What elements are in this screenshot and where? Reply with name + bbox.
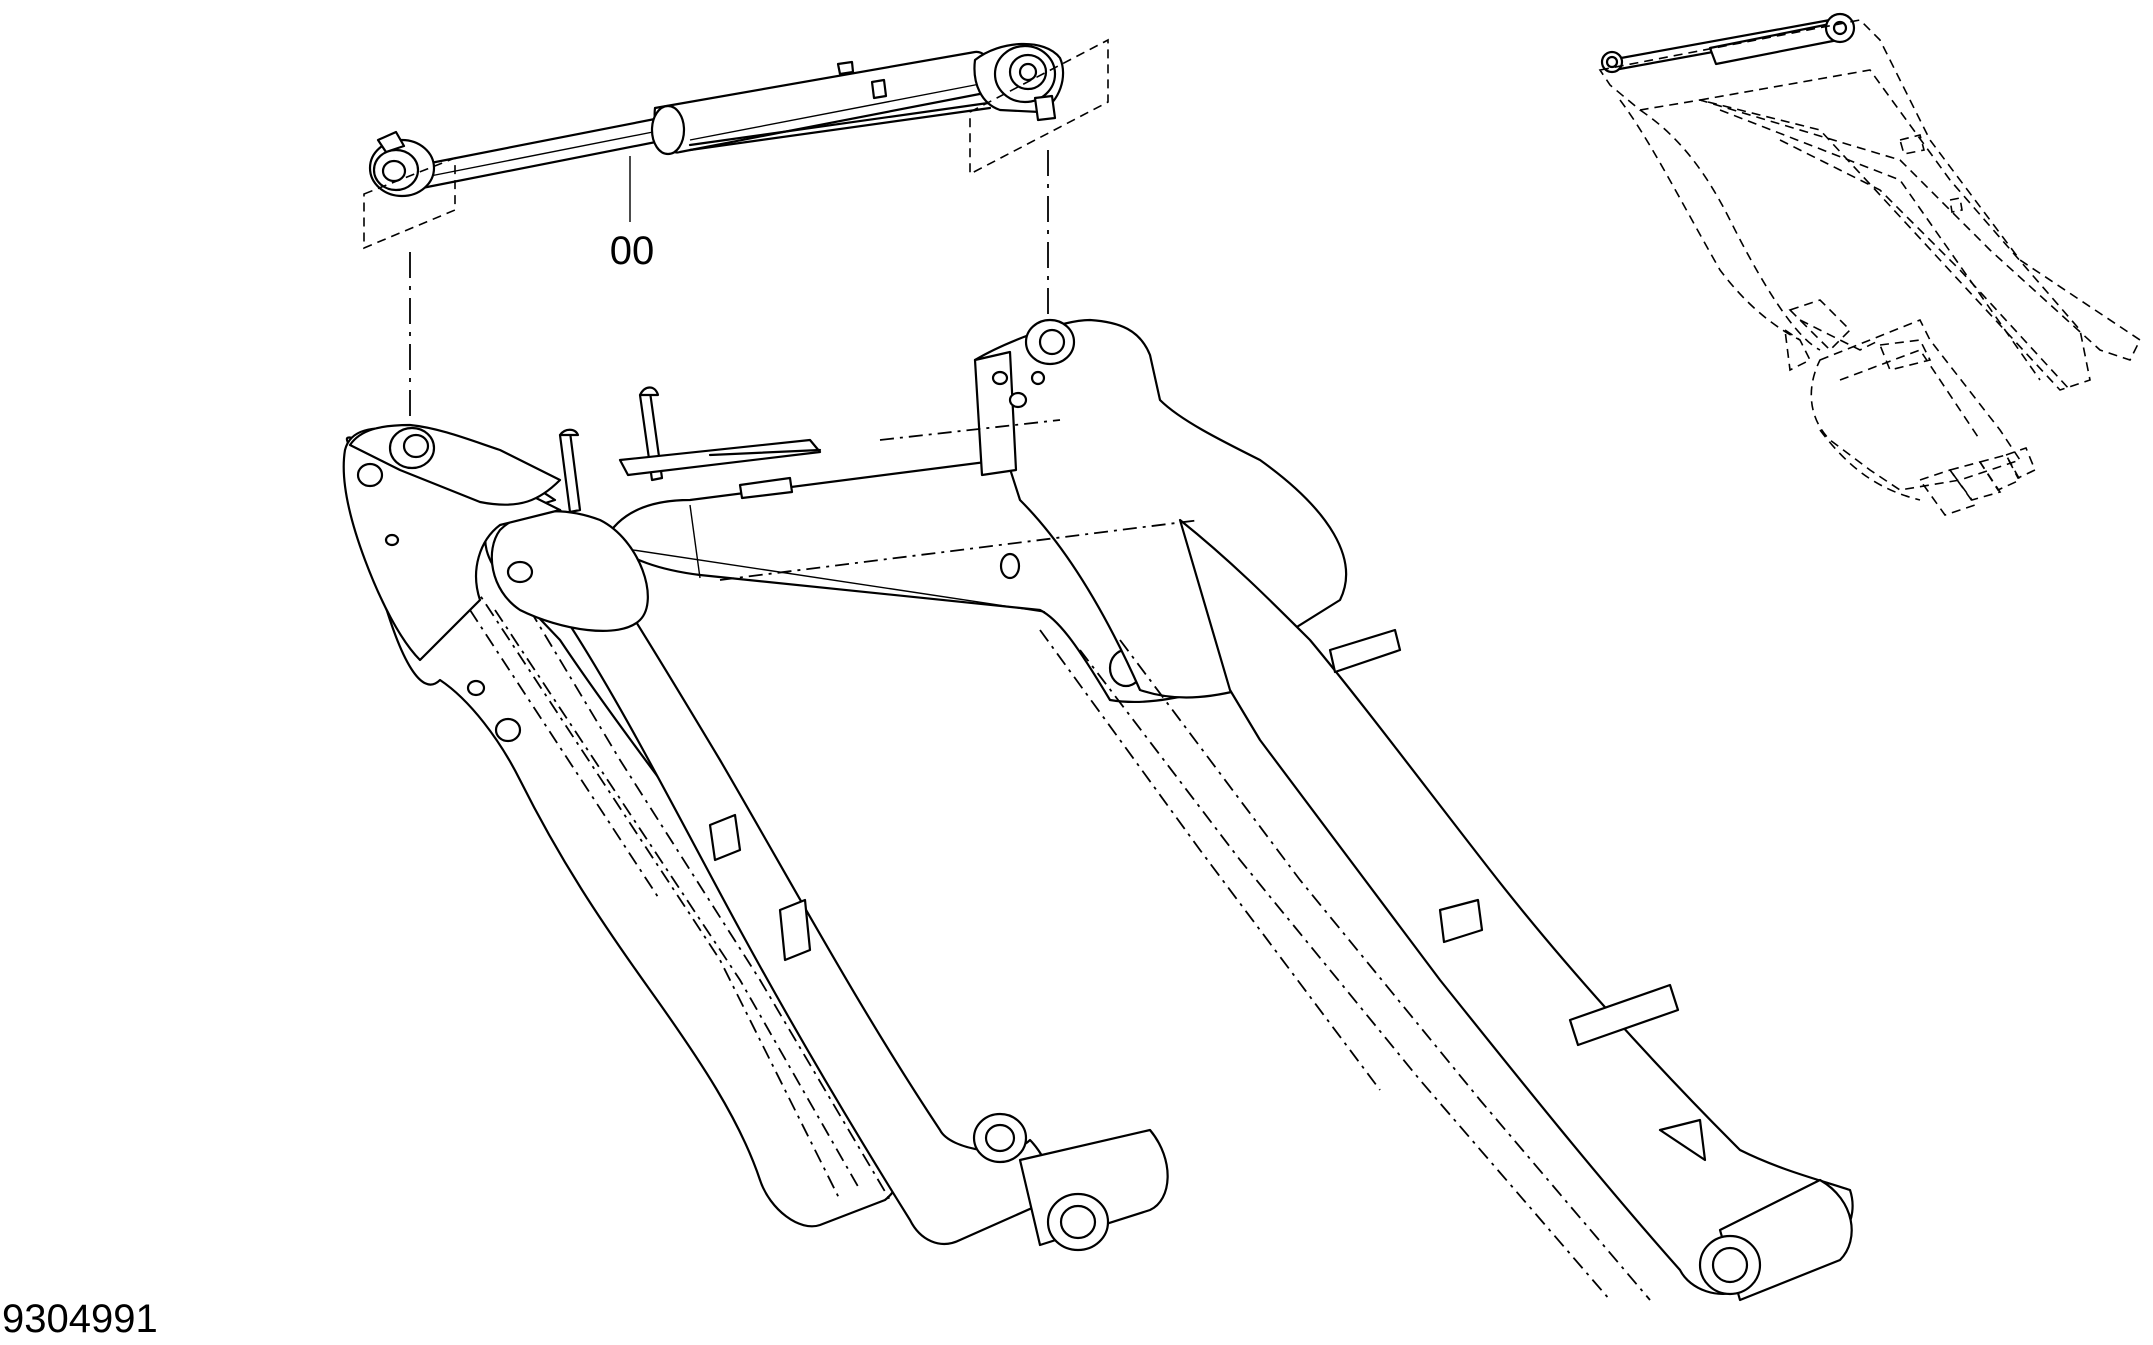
cylinder-mount-head-end (1024, 318, 1076, 366)
cylinder-mount-rod-end (348, 423, 562, 506)
boom-tab-1 (1328, 628, 1402, 674)
arm-end-boss-right (1018, 1128, 1169, 1252)
boom-right-arm (1178, 518, 1854, 1295)
boom-tab-5 (778, 898, 812, 962)
locator-inset (1598, 12, 2142, 516)
head-end-eye[interactable] (973, 42, 1065, 122)
arm-end-boss-left (972, 1112, 1028, 1164)
boom-foot-plate-left (490, 510, 649, 632)
boom-tab-4 (708, 813, 742, 862)
boom-bracket-1 (558, 430, 582, 514)
drawing-number: 9304991 (2, 1297, 158, 1341)
boom-tab-2 (1568, 983, 1680, 1047)
mounting-plane-head-end (969, 38, 1109, 176)
rod-end-eye[interactable] (368, 130, 436, 198)
boom-assembly[interactable] (342, 318, 1854, 1302)
arm-end-boss-far-right (1698, 1178, 1853, 1302)
mounting-plane-rod-end (363, 156, 456, 250)
boom-tab-3 (1438, 898, 1484, 944)
callout-label-00[interactable]: 00 (610, 229, 655, 273)
boom-cylinder[interactable] (368, 42, 1065, 222)
